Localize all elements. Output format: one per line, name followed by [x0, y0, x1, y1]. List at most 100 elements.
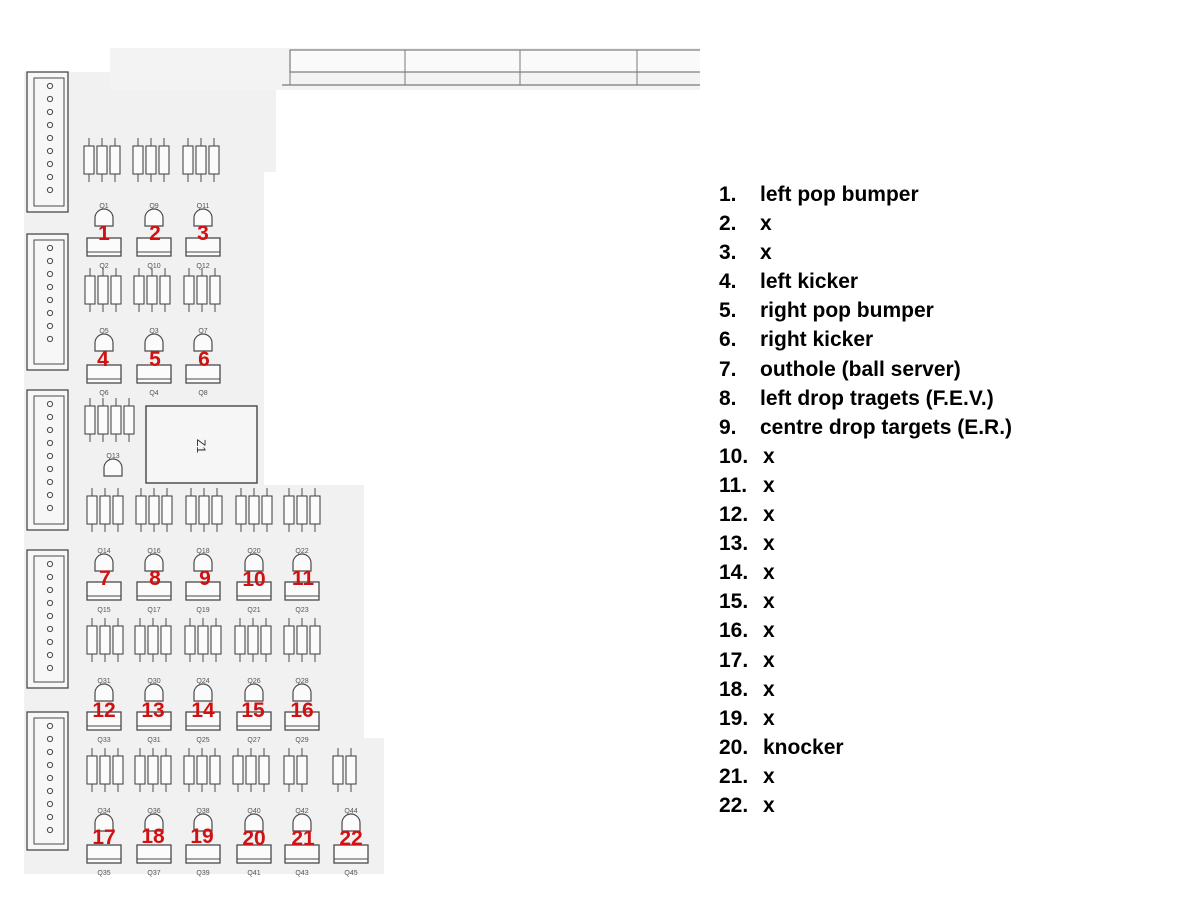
resistor	[196, 748, 208, 792]
small-transistor: Q20	[244, 548, 264, 572]
legend-text: x	[763, 590, 775, 614]
power-transistor: Q37	[136, 844, 172, 877]
resistor	[209, 748, 221, 792]
resistor	[235, 488, 247, 532]
resistor	[296, 618, 308, 662]
legend-item: 9.centre drop targets (E.R.)	[719, 413, 1012, 442]
transistor-label: Q25	[196, 737, 209, 744]
power-transistor: Q39	[185, 844, 221, 877]
resistor	[134, 748, 146, 792]
legend-text: knocker	[763, 735, 844, 759]
resistor	[160, 618, 172, 662]
resistor	[99, 488, 111, 532]
resistor	[99, 618, 111, 662]
resistor	[183, 748, 195, 792]
resistor	[132, 138, 144, 182]
resistor	[159, 268, 171, 312]
transistor-label: Q42	[295, 808, 308, 815]
legend-item: 5.right pop bumper	[719, 296, 1012, 325]
resistor	[208, 138, 220, 182]
legend-number: 16.	[719, 619, 749, 643]
resistor	[196, 268, 208, 312]
legend-text: outhole (ball server)	[760, 357, 961, 381]
resistor	[210, 618, 222, 662]
power-transistor: Q23	[284, 581, 320, 614]
transistor-label: Q22	[295, 548, 308, 555]
edge-connector	[26, 711, 69, 851]
power-transistor: Q19	[185, 581, 221, 614]
transistor-label: Q26	[247, 678, 260, 685]
transistor-label: Q14	[97, 548, 110, 555]
power-transistor: Q45	[333, 844, 369, 877]
resistor	[258, 748, 270, 792]
circuit-number-label: 22	[339, 827, 362, 850]
resistor	[309, 488, 321, 532]
circuit-number-label: 16	[290, 699, 313, 722]
transistor-label: Q15	[97, 607, 110, 614]
circuit-number-label: 10	[242, 568, 265, 591]
transistor-label: Q13	[106, 453, 119, 460]
legend-number: 19.	[719, 706, 749, 730]
resistor	[283, 488, 295, 532]
small-transistor: Q16	[144, 548, 164, 572]
circuit-number-label: 11	[292, 567, 315, 590]
legend-number: 7.	[719, 357, 737, 381]
legend-item: 3.x	[719, 238, 1012, 267]
circuit-number-label: 21	[291, 827, 315, 850]
ic-z1-body	[145, 405, 258, 484]
circuit-number-label: 17	[92, 826, 115, 849]
resistor	[247, 618, 259, 662]
legend-item: 7. outhole (ball server)	[719, 355, 1012, 384]
resistor	[260, 618, 272, 662]
resistor	[86, 748, 98, 792]
legend-item: 10.x	[719, 442, 1012, 471]
resistor	[183, 268, 195, 312]
transistor-label: Q20	[247, 548, 260, 555]
small-transistor: Q13	[103, 453, 123, 477]
resistor	[158, 138, 170, 182]
power-transistor: Q4	[136, 364, 172, 397]
transistor-label: Q35	[97, 870, 110, 877]
resistor	[96, 138, 108, 182]
resistor	[309, 618, 321, 662]
transistor-label: Q23	[295, 607, 308, 614]
resistor	[184, 618, 196, 662]
transistor-label: Q37	[147, 870, 160, 877]
circuit-number-label: 14	[191, 699, 215, 722]
resistor	[110, 398, 122, 442]
resistor	[84, 398, 96, 442]
small-transistor: Q38	[193, 808, 213, 832]
small-transistor: Q42	[292, 808, 312, 832]
legend-item: 21.x	[719, 762, 1012, 791]
power-transistor: Q35	[86, 844, 122, 877]
small-transistor: Q40	[244, 808, 264, 832]
transistor-label: Q30	[147, 678, 160, 685]
legend-text: left drop tragets (F.E.V.)	[760, 386, 994, 410]
legend-text: centre drop targets (E.R.)	[760, 415, 1013, 439]
transistor-label: Q39	[196, 870, 209, 877]
power-transistor: Q31	[136, 711, 172, 744]
legend-text: x	[763, 706, 775, 730]
resistor	[123, 398, 135, 442]
circuit-number-label: 12	[92, 699, 115, 722]
legend-text: x	[763, 473, 775, 497]
legend-text: x	[763, 619, 775, 643]
edge-connector-strip	[110, 48, 700, 90]
legend-number: 12.	[719, 503, 749, 527]
resistor	[160, 748, 172, 792]
small-transistor: Q44	[341, 808, 361, 832]
legend-item: 20.knocker	[719, 733, 1012, 762]
legend-number: 11.	[719, 473, 748, 497]
legend-item: 1.left pop bumper	[719, 180, 1012, 209]
resistor	[198, 488, 210, 532]
resistor	[97, 268, 109, 312]
transistor-label: Q17	[147, 607, 160, 614]
legend-text: left pop bumper	[760, 183, 919, 206]
power-transistor: Q21	[236, 581, 272, 614]
legend-text: x	[763, 532, 775, 556]
transistor-label: Q40	[247, 808, 260, 815]
transistor-label: Q9	[149, 203, 158, 210]
circuit-number-label: 5	[149, 348, 161, 371]
edge-connector	[26, 549, 69, 689]
power-transistor: Q43	[284, 844, 320, 877]
